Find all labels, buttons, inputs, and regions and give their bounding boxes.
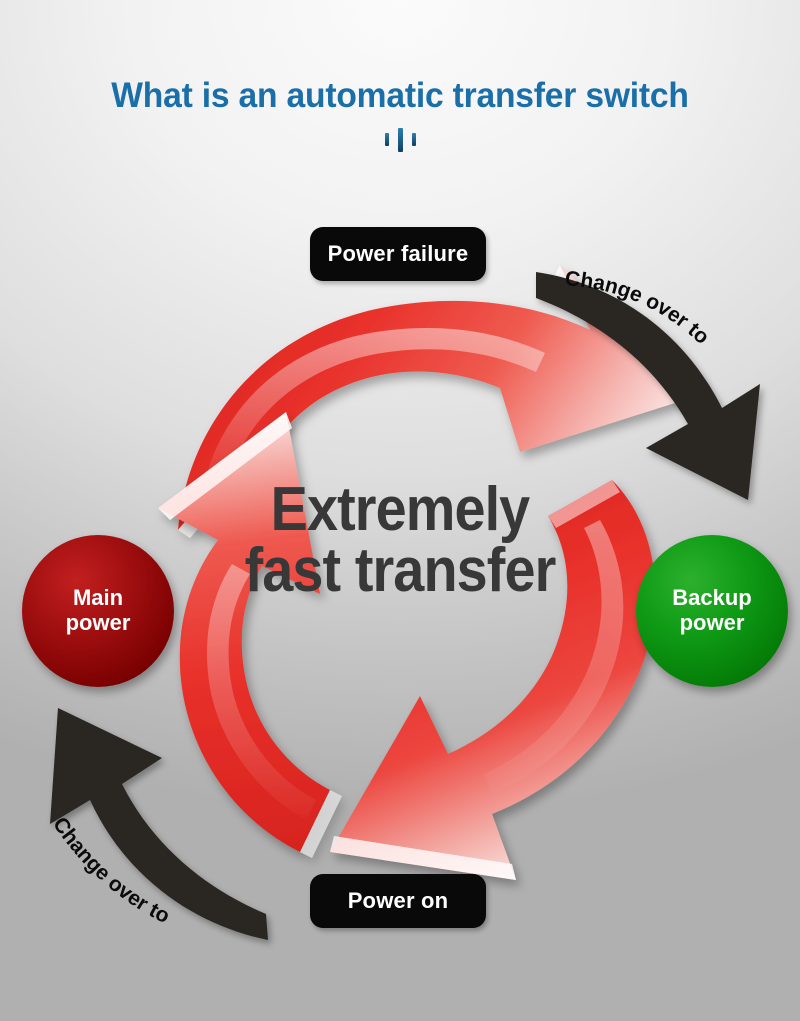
node-main-power-line-1: Main [72,585,124,611]
page-title: What is an automatic transfer switch [111,76,689,115]
title-area: What is an automatic transfer switch [0,76,800,153]
label-power-on: Power on [310,874,486,928]
node-main-power: Main power [22,535,174,687]
black-arrow-bottom-left-icon [50,708,268,940]
black-arrow-top-right-icon [536,272,760,500]
divider-bar-left [384,133,389,147]
node-backup-power-line-1: Backup [672,585,752,611]
red-arrow-left-icon [158,412,342,858]
divider-bar-right [411,133,416,147]
cycle-arrows-graphic [50,265,760,940]
label-power-failure: Power failure [310,227,486,281]
red-arrow-right-icon [330,480,656,880]
node-backup-power-line-2: power [679,610,745,635]
node-main-power-line-2: power [65,610,131,635]
divider-bar-center [397,127,403,152]
node-backup-power: Backup power [636,535,788,687]
cycle-diagram: Extremely fast transfer Power failure Po… [0,180,800,1021]
three-bars-divider-icon [0,127,800,153]
